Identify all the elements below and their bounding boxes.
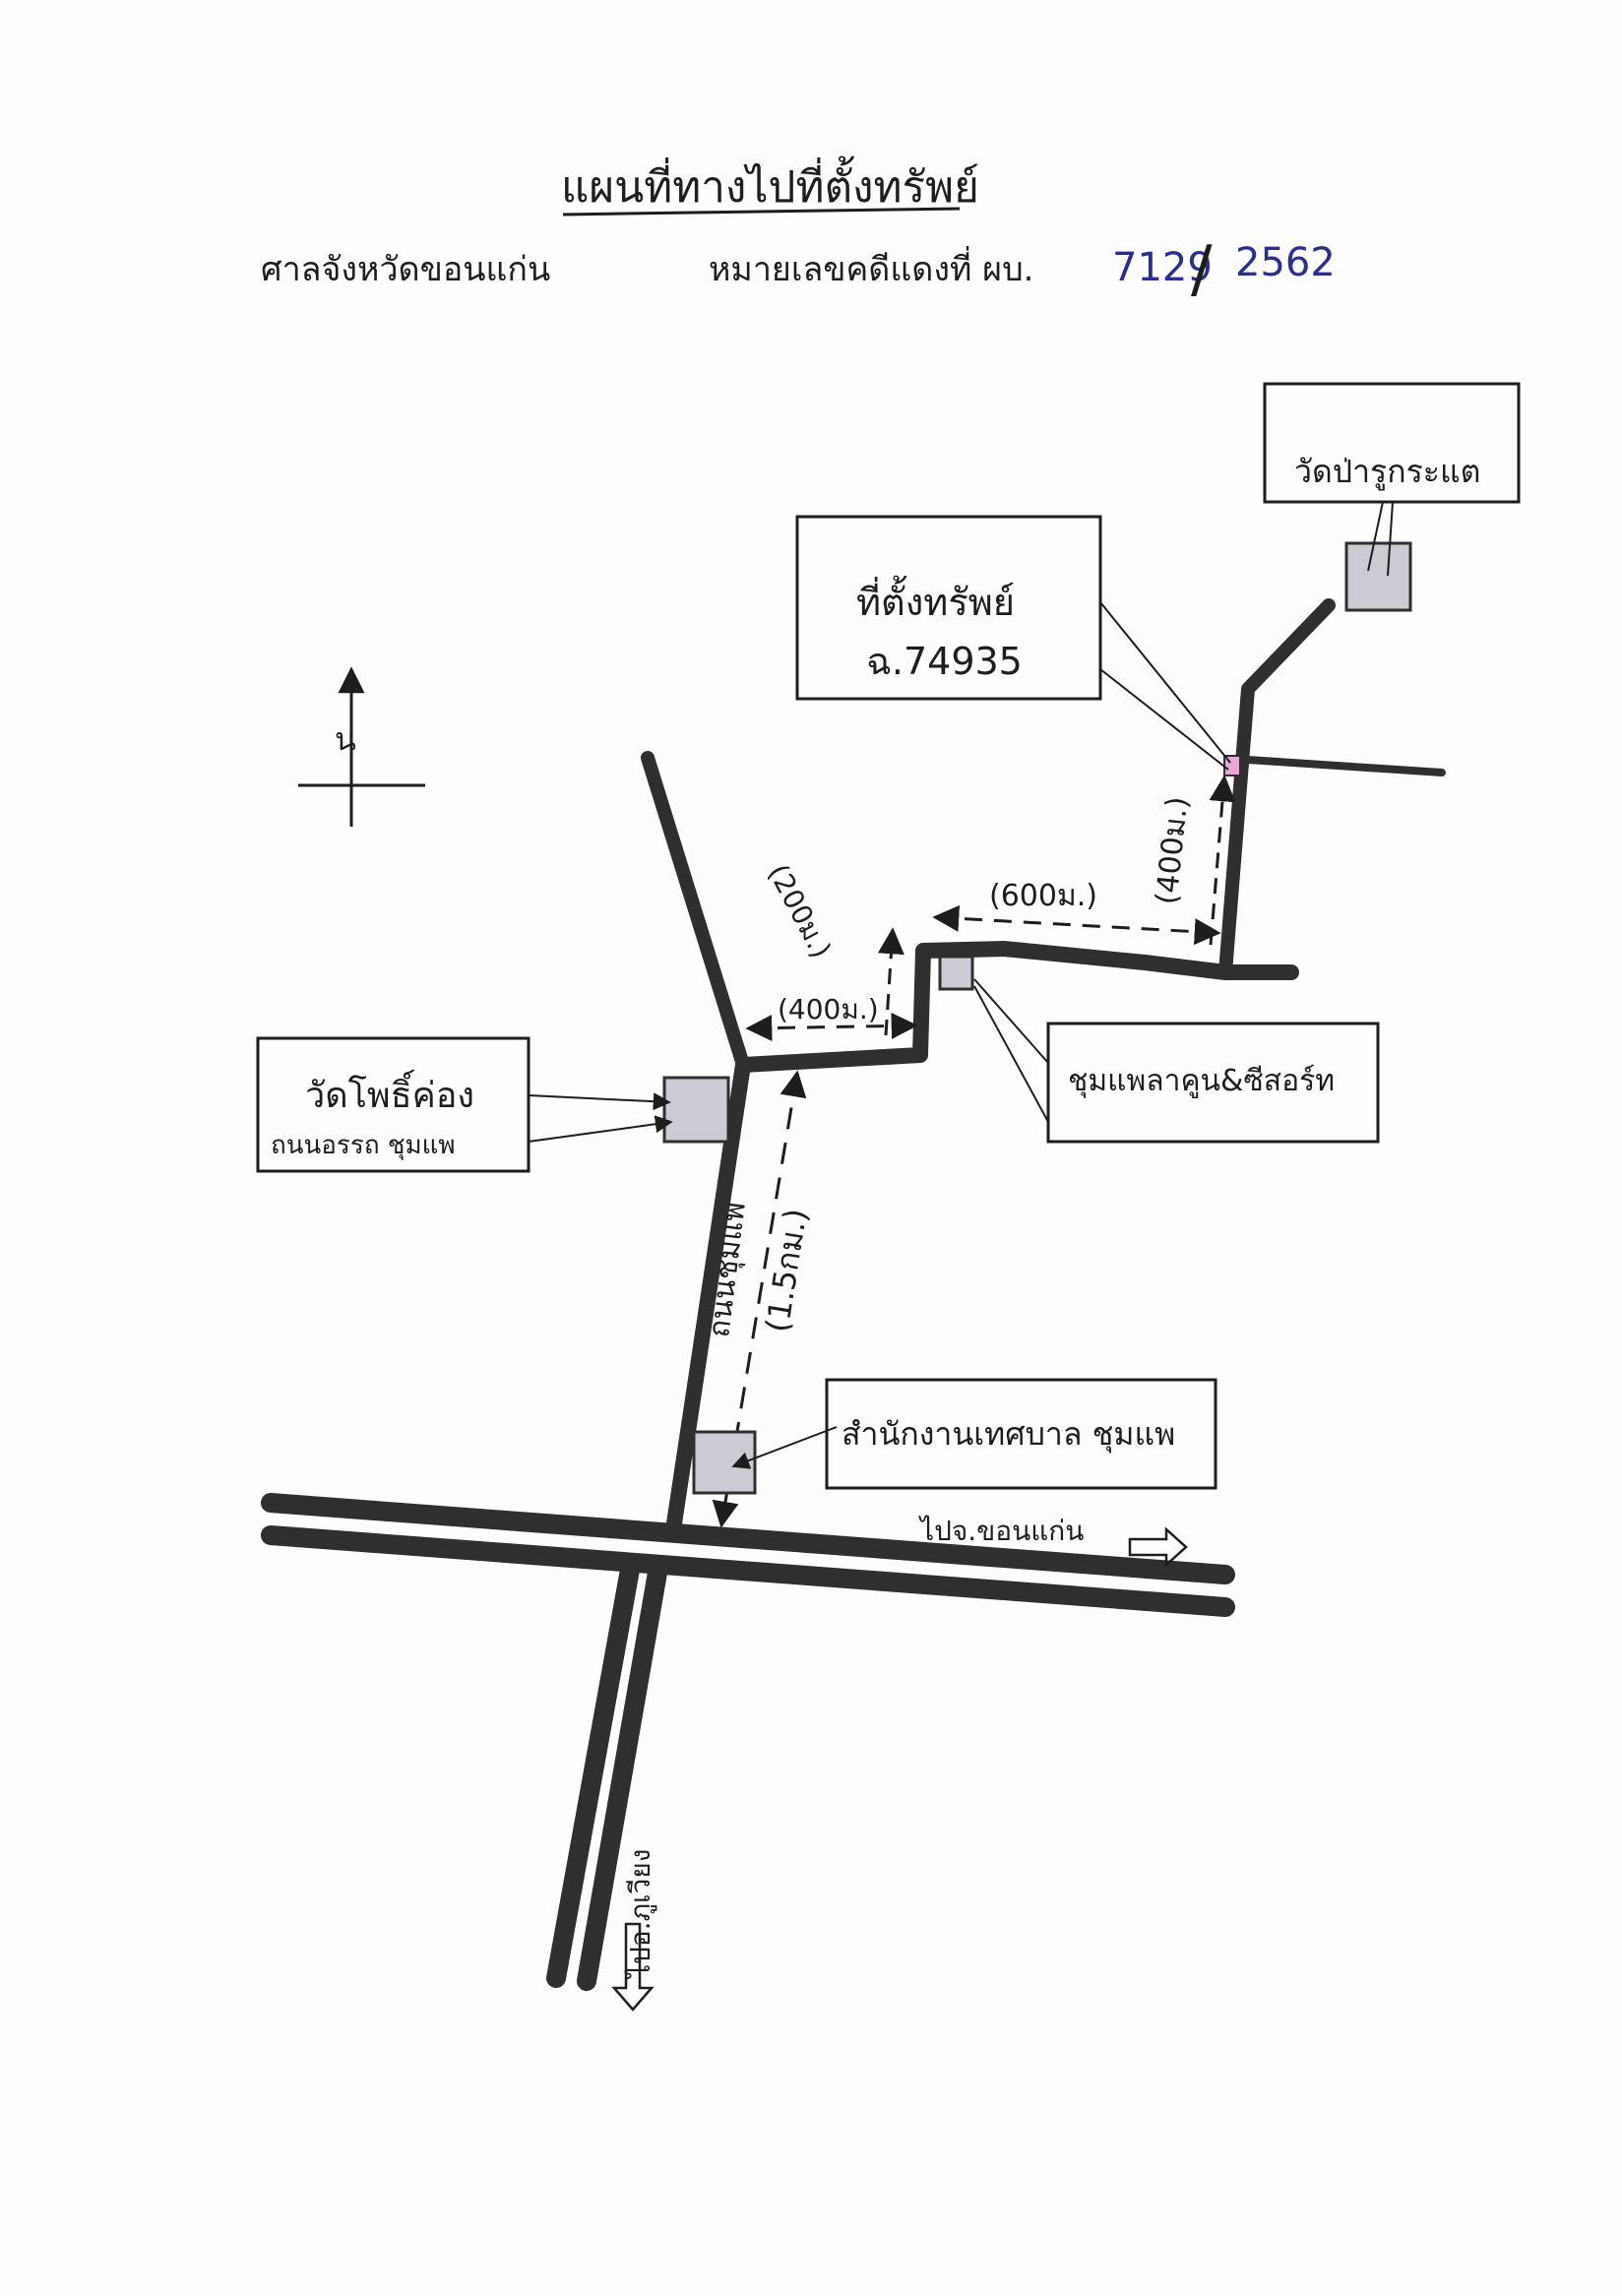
municipality-box xyxy=(825,1378,1217,1490)
title-underline xyxy=(562,207,961,217)
wat-pho-leader-2 xyxy=(528,1115,673,1143)
property-leader-2 xyxy=(1099,668,1229,771)
highway-south-lane xyxy=(261,1525,1235,1617)
distance-guides xyxy=(712,775,1236,1528)
case-year: 2562 xyxy=(1235,240,1336,285)
wat-pa-leader-2 xyxy=(1387,501,1394,577)
property-title: ที่ตั้งทรัพย์ xyxy=(856,575,1015,624)
wat-pho-leader xyxy=(528,1092,671,1111)
resort-leader-2 xyxy=(973,985,1049,1123)
distance-400m-west: (400ม.) xyxy=(778,993,879,1025)
to-phuwiang-arrow-icon xyxy=(611,1922,655,2012)
resort-label: ชุมแพลาคูน&ซีสอร์ท xyxy=(1068,1064,1335,1099)
wat-pho-box xyxy=(256,1036,530,1173)
northwest-branch xyxy=(641,751,750,1072)
distance-200m: (200ม.) xyxy=(762,859,838,963)
property-leader xyxy=(1099,601,1231,764)
distance-400m-north: (400ม.) xyxy=(1150,795,1195,906)
case-number: 7129 xyxy=(1112,245,1213,290)
guide-600m xyxy=(932,904,1221,946)
court-name: ศาลจังหวัดขอนแก่น xyxy=(261,250,550,289)
main-route xyxy=(666,941,1299,1531)
wat-pa-leader xyxy=(1367,501,1384,572)
header: แผนที่ทางไปที่ตั้งทรัพย์ ศาลจังหวัดขอนแก… xyxy=(261,155,1336,306)
resort-leader xyxy=(973,978,1049,1064)
property-box xyxy=(795,515,1102,701)
to-khonkaen-label: ไปจ.ขอนแก่น xyxy=(918,1515,1084,1547)
map-title: แผนที่ทางไปที่ตั้งทรัพย์ xyxy=(561,155,979,213)
wat-pa-label: วัดป่ารูกระแต xyxy=(1294,453,1480,491)
municipality-label: สำนักงานเทศบาล ชุมแพ xyxy=(842,1415,1175,1454)
municipality-leader xyxy=(731,1426,838,1469)
highway-north-lane xyxy=(261,1493,1235,1584)
guide-200m xyxy=(877,927,905,1036)
north-compass: น xyxy=(298,666,425,827)
to-khonkaen-arrow-icon xyxy=(1128,1526,1188,1568)
distance-1500m: (1.5กม.) xyxy=(758,1206,814,1334)
main-road-label: ถนนชุมแพ xyxy=(702,1200,754,1339)
callouts: วัดป่ารูกระแต ที่ตั้งทรัพย์ ฉ.74935 วัดโ… xyxy=(256,382,1521,1490)
landmarks xyxy=(662,541,1412,1495)
south-road xyxy=(546,1560,667,1991)
wat-pho-label: วัดโพธิ์ค่อง xyxy=(305,1069,474,1116)
road-labels: ถนนชุมแพ (1.5กม.) (400ม.) (200ม.) (600ม.… xyxy=(611,795,1195,2012)
property-deed: ฉ.74935 xyxy=(866,640,1023,683)
resort-marker xyxy=(938,955,974,991)
guide-1500m xyxy=(712,1070,807,1528)
south-road-west-lane xyxy=(546,1560,640,1988)
distance-600m: (600ม.) xyxy=(989,879,1097,913)
guide-400m-north xyxy=(1209,775,1236,946)
highway-median xyxy=(270,1516,1226,1593)
guide-400m-west xyxy=(745,1012,918,1042)
northeast-road xyxy=(1218,598,1336,979)
wat-pho-marker xyxy=(662,1076,730,1144)
chumphae-road xyxy=(641,598,1446,1531)
case-prefix: หมายเลขคดีแดงที่ ผบ. xyxy=(709,246,1034,289)
wat-pa-marker xyxy=(1344,541,1412,612)
resort-box xyxy=(1046,1022,1380,1144)
highway xyxy=(261,1493,1235,1617)
east-branch xyxy=(1244,756,1446,776)
north-label: น xyxy=(335,720,356,758)
south-road-east-lane xyxy=(577,1563,667,1991)
case-separator: / xyxy=(1191,233,1213,306)
wat-pho-road-label: ถนนอรรถ ชุมแพ xyxy=(271,1131,456,1160)
